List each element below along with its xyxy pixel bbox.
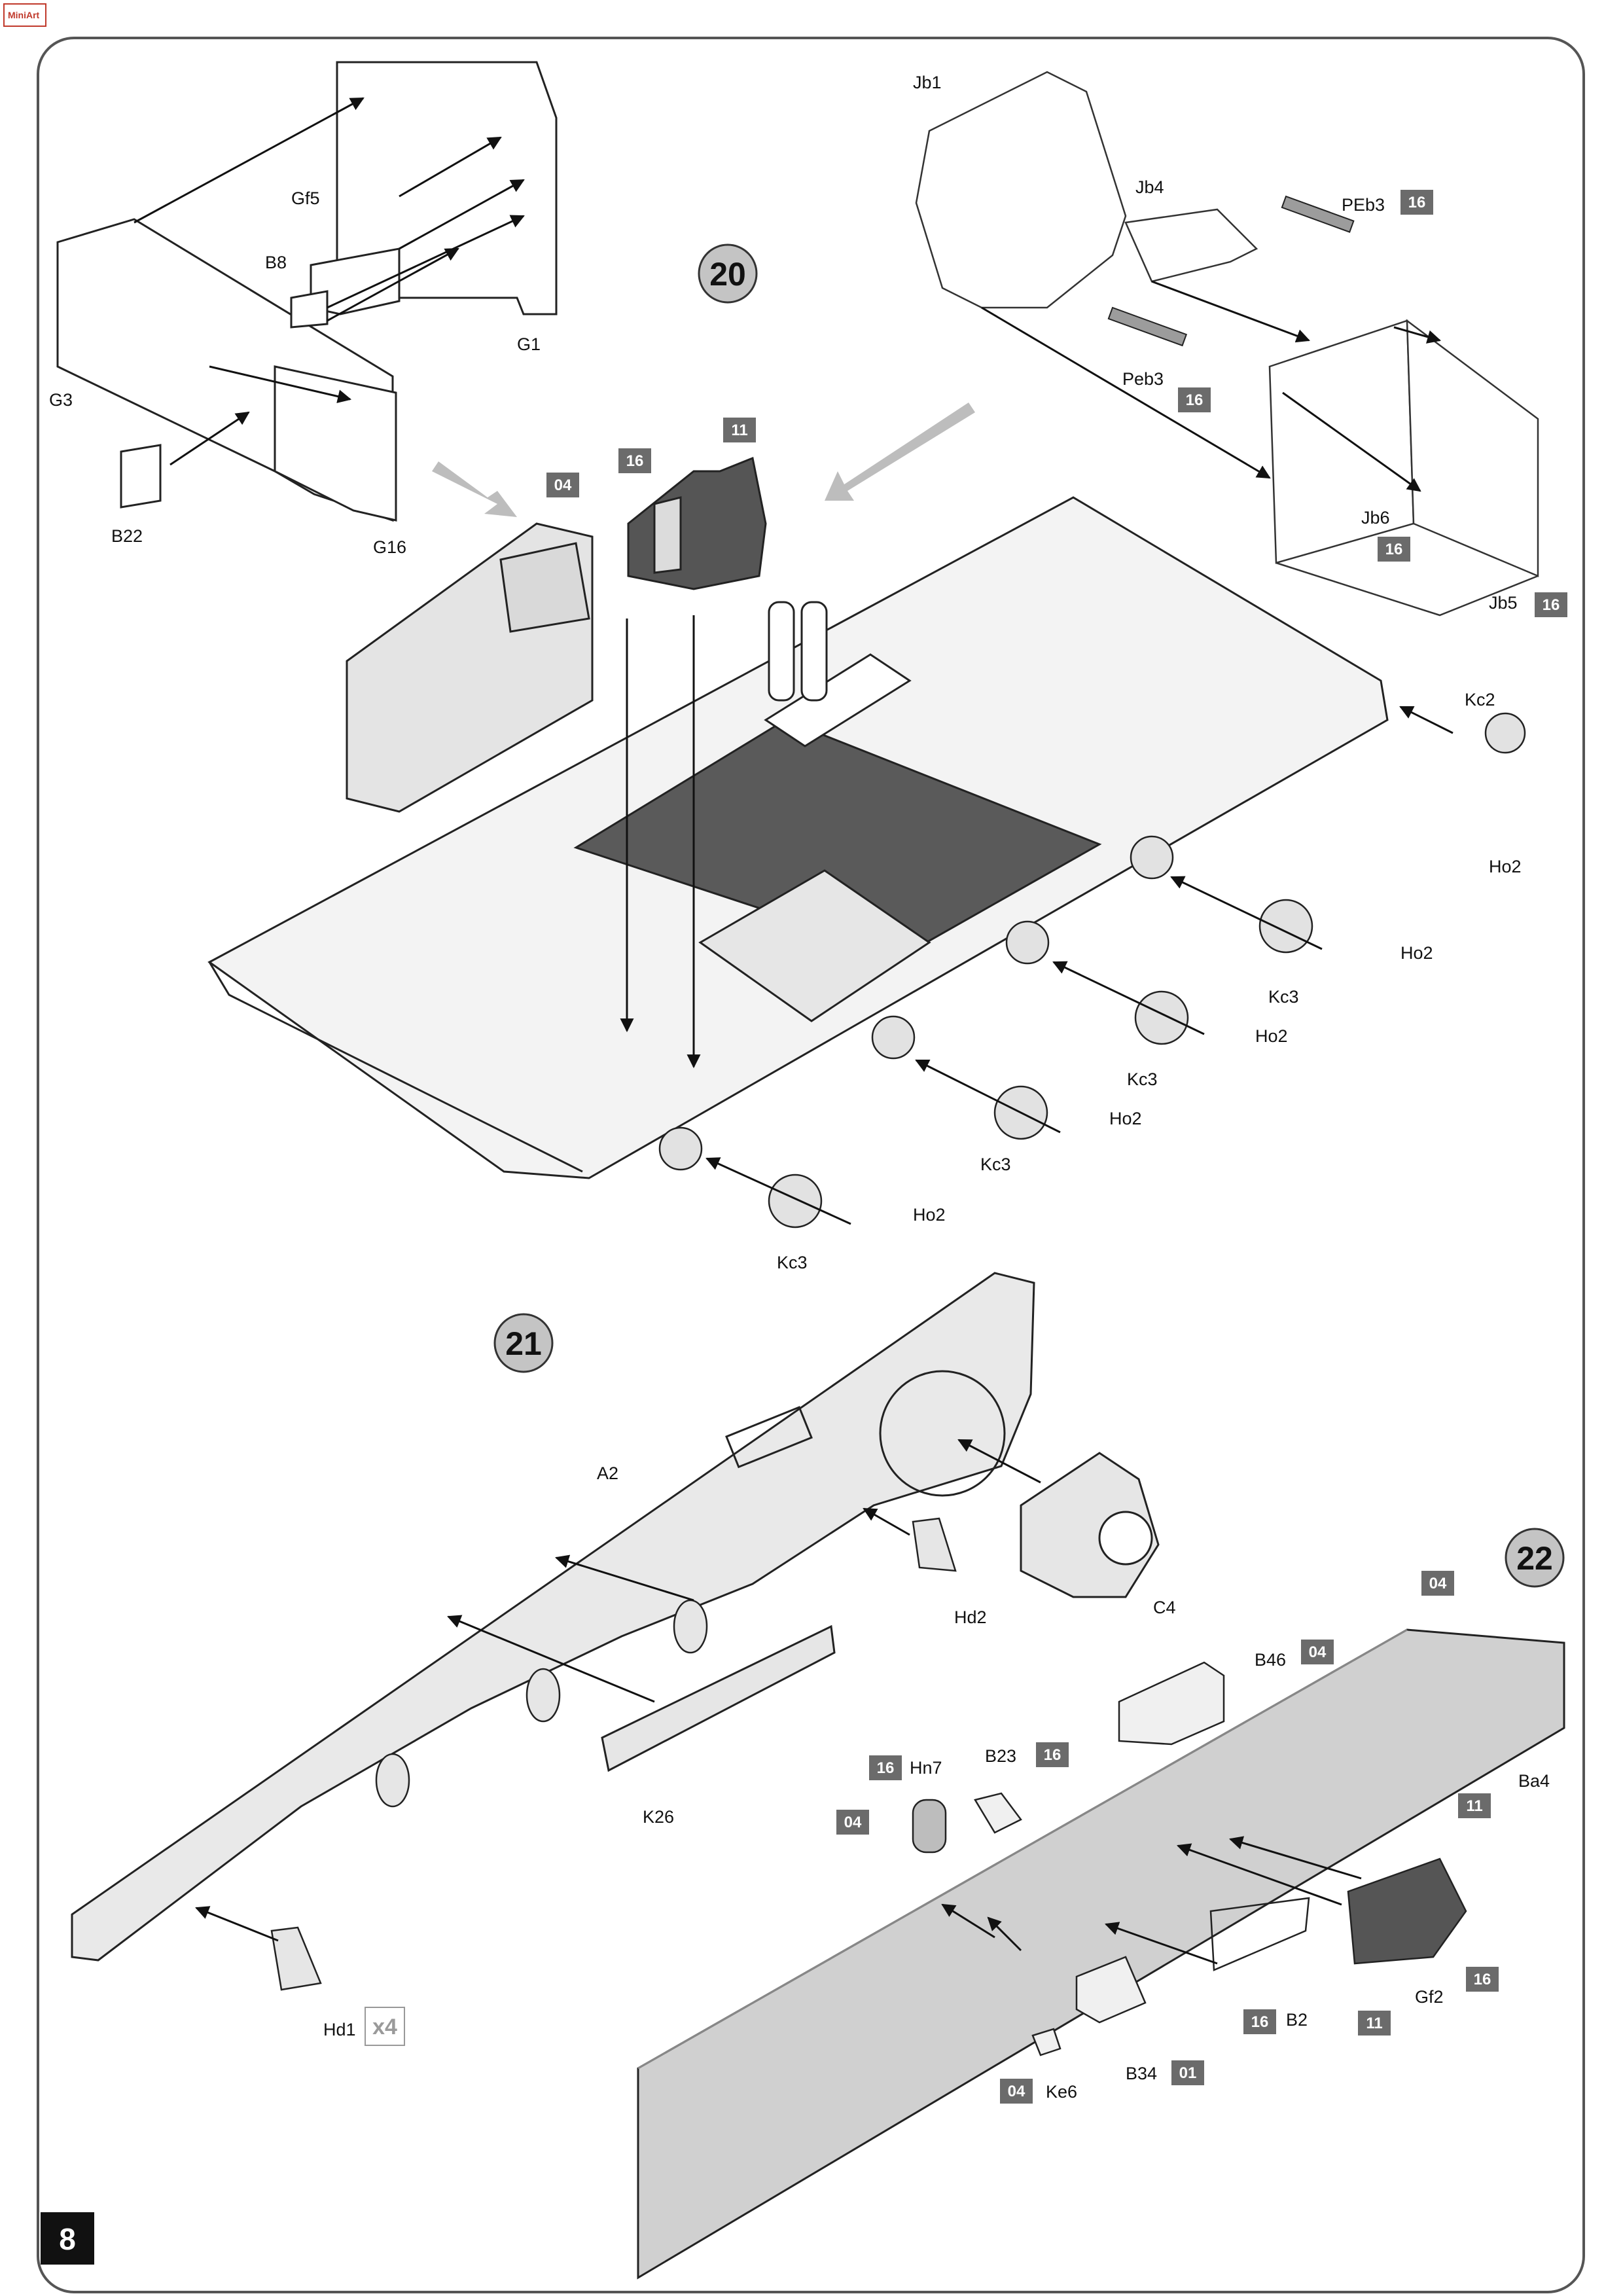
- driver-seat: [627, 456, 767, 590]
- label-b34: B34: [1126, 2064, 1157, 2083]
- box-assembly-arrows: [134, 97, 525, 466]
- label-kc3-1: Kc3: [1268, 987, 1299, 1007]
- tag-b34: 01: [1179, 2064, 1197, 2082]
- tag-hn7: 16: [877, 1759, 895, 1777]
- tag-hn7-base: 04: [844, 1814, 862, 1831]
- label-ho2-4: Ho2: [1109, 1109, 1142, 1128]
- label-kc3-2: Kc3: [1127, 1069, 1158, 1089]
- label-kc3-4: Kc3: [777, 1253, 808, 1272]
- hd1-qty-box: [365, 2007, 405, 2046]
- step-22-circle: [1505, 1528, 1565, 1588]
- label-peb3-top: PEb3: [1342, 195, 1385, 215]
- step-22-labels: B46 Ba4 B23 Hn7 Gf2 B2 B34 Ke6: [910, 1650, 1550, 2102]
- step-20-color-tags: 11 16 04 16 16 16 16: [546, 190, 1567, 617]
- side-panel-ba4: [637, 1628, 1565, 2280]
- cones: [270, 1517, 957, 1991]
- label-peb3-bottom: Peb3: [1122, 369, 1164, 389]
- label-jb5: Jb5: [1489, 593, 1518, 613]
- label-ho2-1: Ho2: [1489, 857, 1522, 876]
- label-ke6: Ke6: [1046, 2082, 1077, 2102]
- label-jb1: Jb1: [913, 73, 942, 92]
- label-ho2-2: Ho2: [1400, 943, 1433, 963]
- suspension-arrows: [705, 706, 1454, 1225]
- hull-big-arrows: [432, 403, 975, 517]
- tag-jb5: 16: [1543, 596, 1560, 614]
- watermark-text: MiniArt: [8, 10, 40, 20]
- step-22: 22 B46 Ba4 B23 Hn7 Gf2 B2: [637, 1528, 1565, 2280]
- label-c4: C4: [1153, 1598, 1176, 1617]
- battery-box: [346, 522, 594, 813]
- tag-gf2-top: 11: [1466, 1797, 1482, 1815]
- tag-gf2-side: 16: [1474, 1971, 1491, 1988]
- label-hn7: Hn7: [910, 1758, 942, 1778]
- label-jb4: Jb4: [1135, 177, 1164, 197]
- label-ba4: Ba4: [1518, 1771, 1550, 1791]
- label-gf5: Gf5: [291, 188, 320, 208]
- label-hd1-qty: x4: [372, 2015, 397, 2039]
- step-20-circle: [698, 243, 758, 304]
- watermark-logo: MiniArt: [3, 3, 46, 27]
- step-21-circle: [493, 1313, 554, 1373]
- tag-b46: 04: [1309, 1643, 1327, 1661]
- tag-b23: 16: [1044, 1746, 1061, 1764]
- label-g16: G16: [373, 537, 406, 557]
- frame-assembly-arrows: [981, 280, 1442, 492]
- box-assembly-g: [56, 61, 558, 522]
- page-number: 8: [59, 2222, 76, 2256]
- page-frame: [37, 37, 1585, 2293]
- label-b22: B22: [111, 526, 143, 546]
- label-b8: B8: [265, 253, 287, 272]
- label-gf2: Gf2: [1415, 1987, 1444, 2007]
- suspension-units: [658, 712, 1526, 1229]
- label-b2: B2: [1286, 2010, 1308, 2030]
- label-g3: G3: [49, 390, 73, 410]
- label-b46: B46: [1255, 1650, 1286, 1670]
- tag-peb3-top: 16: [1408, 194, 1426, 211]
- page-number-badge: 8: [41, 2212, 94, 2265]
- side-plate-a2: [71, 1272, 1035, 1962]
- tag-ke6: 04: [1008, 2083, 1026, 2100]
- label-a2: A2: [597, 1463, 618, 1483]
- step-22-number: 22: [1516, 1540, 1553, 1577]
- step-21-labels: A2 Hd2 C4 K26 Hd1 x4: [323, 1463, 1176, 2046]
- hull: [207, 496, 1389, 1179]
- tag-seat-side: 16: [626, 452, 644, 470]
- step-21: 21 A2 Hd2 C4: [71, 1272, 1176, 2046]
- step-22-arrows: [941, 1836, 1362, 1965]
- tag-battery-box: 04: [554, 476, 572, 494]
- hub-c4: [1020, 1452, 1160, 1598]
- tag-ba4: 04: [1429, 1575, 1447, 1592]
- seat-arrows: [620, 615, 701, 1069]
- label-hd2: Hd2: [954, 1607, 987, 1627]
- label-kc2: Kc2: [1465, 690, 1495, 709]
- skid-k26: [601, 1624, 836, 1772]
- step-22-parts: [912, 1661, 1467, 2056]
- tag-peb3-bottom: 16: [1186, 391, 1204, 409]
- photo-etch-strips: [1107, 195, 1355, 347]
- tag-b2: 16: [1251, 2013, 1269, 2031]
- label-hd1: Hd1: [323, 2020, 356, 2039]
- frame-assembly-jb: [915, 71, 1539, 617]
- label-ho2-3: Ho2: [1255, 1026, 1288, 1046]
- step-21-number: 21: [505, 1325, 542, 1362]
- label-ho2-5: Ho2: [913, 1205, 946, 1225]
- tag-seat: 11: [731, 422, 747, 439]
- label-b23: B23: [985, 1746, 1016, 1766]
- label-kc3-3: Kc3: [980, 1155, 1011, 1174]
- label-k26: K26: [643, 1807, 674, 1827]
- tag-gf2-bottom: 11: [1366, 2015, 1382, 2032]
- step-21-arrows: [195, 1439, 1041, 1942]
- label-g1: G1: [517, 334, 541, 354]
- step-20-number: 20: [709, 256, 746, 293]
- step-20: 20: [49, 61, 1567, 1272]
- tag-jb6: 16: [1385, 541, 1403, 558]
- step-22-color-tags: 04 04 16 16 04 11 16 11 16 01 04: [836, 1571, 1499, 2104]
- label-jb6: Jb6: [1361, 508, 1390, 528]
- step-20-labels: Gf5 B8 G1 G3 B22 G16 Jb1 Jb4 PEb3 Peb3 J…: [49, 73, 1522, 1272]
